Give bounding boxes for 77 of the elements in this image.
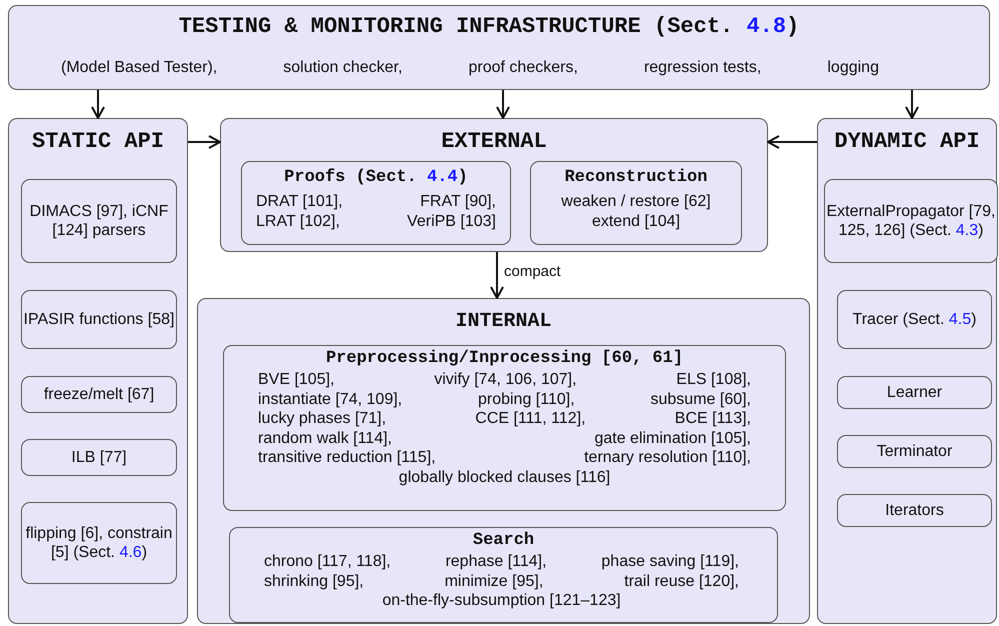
- module-panel: [197, 298, 810, 624]
- item-text: proof checkers,: [468, 58, 578, 78]
- item-text: regression tests,: [644, 58, 762, 78]
- panel-heading: Reconstruction: [564, 168, 708, 187]
- item-text: logging: [827, 58, 879, 78]
- component-label: Tracer (Sect. 4.5): [852, 310, 976, 330]
- item-text: chrono [117, 118],: [264, 552, 391, 572]
- panel-heading: DYNAMIC API: [833, 129, 981, 154]
- component-label: IPASIR functions [58]: [24, 310, 174, 330]
- component-box: [21, 290, 177, 349]
- panel-heading: Preprocessing/Inprocessing [60, 61]: [324, 349, 684, 368]
- component-label: ILB [77]: [71, 448, 127, 468]
- item-text: vivify [74, 106, 107],: [434, 370, 577, 390]
- module-panel: [8, 118, 188, 624]
- component-label: Learner: [886, 382, 942, 402]
- module-panel: [229, 527, 778, 623]
- module-panel: [241, 161, 511, 245]
- module-panel: [817, 118, 997, 624]
- item-text: (Model Based Tester),: [61, 58, 218, 78]
- panel-heading: TESTING & MONITORING INFRASTRUCTURE (Sect. 4.8): [178, 14, 800, 39]
- component-box: [837, 376, 992, 409]
- component-label: ExternalPropagator [79, 125, 126] (Sect. 4.3): [826, 202, 996, 240]
- component-box: [837, 290, 992, 349]
- component-box: [21, 502, 177, 584]
- item-text: probing [110],: [478, 390, 575, 409]
- item-text: BVE [105],: [258, 370, 334, 390]
- item-text: CCE [111, 112],: [475, 409, 586, 428]
- item-text: BCE [113],: [674, 409, 751, 428]
- panel-heading: STATIC API: [30, 129, 166, 154]
- item-text: subsume [60],: [650, 390, 751, 409]
- item-text: rephase [114],: [445, 552, 547, 572]
- item-text: shrinking [95],: [264, 572, 364, 591]
- panel-heading: Proofs (Sect. 4.4): [283, 168, 469, 187]
- edge-label: compact: [502, 263, 563, 280]
- item-text: gate elimination [105],: [594, 428, 751, 448]
- item-text: lucky phases [71],: [258, 409, 386, 428]
- arrow: [905, 90, 919, 119]
- component-label: Iterators: [885, 500, 944, 520]
- item-text: LRAT [102],: [256, 212, 340, 231]
- item-text: trail reuse [120],: [624, 572, 739, 591]
- module-panel: [8, 5, 990, 90]
- arrow: [188, 135, 221, 149]
- item-text: instantiate [74, 109],: [258, 390, 402, 409]
- arrow: [767, 135, 817, 149]
- item-text: extend [104]: [592, 212, 680, 231]
- component-box: [21, 376, 177, 413]
- component-label: Terminator: [876, 442, 952, 462]
- item-text: VeriPB [103]: [407, 212, 496, 231]
- arrow: [490, 252, 504, 299]
- item-text: minimize [95],: [444, 572, 544, 591]
- panel-heading: Search: [472, 531, 536, 550]
- panel-heading: INTERNAL: [454, 310, 552, 333]
- item-text: globally blocked clauses [116]: [398, 468, 610, 487]
- component-box: [837, 435, 992, 468]
- item-text: ELS [108],: [676, 370, 751, 390]
- component-box: [21, 179, 177, 263]
- item-text: on-the-fly-subsumption [121–123]: [382, 591, 621, 610]
- item-text: transitive reduction [115],: [258, 448, 436, 468]
- component-box: [824, 179, 998, 263]
- item-text: FRAT [90],: [420, 192, 496, 212]
- item-text: random walk [114],: [258, 428, 392, 448]
- component-box: [21, 439, 177, 476]
- arrow: [91, 90, 105, 119]
- component-label: freeze/melt [67]: [44, 384, 154, 404]
- component-label: DIMACS [97], iCNF [124] parsers: [28, 202, 170, 240]
- item-text: DRAT [101],: [256, 192, 343, 212]
- module-panel: [220, 118, 768, 252]
- item-text: weaken / restore [62]: [561, 192, 711, 212]
- component-box: [837, 494, 992, 527]
- panel-heading: EXTERNAL: [440, 129, 548, 154]
- item-text: phase saving [119],: [601, 552, 739, 572]
- module-panel: [530, 161, 742, 245]
- item-text: ternary resolution [110],: [584, 448, 751, 468]
- module-panel: [223, 345, 786, 511]
- arrow: [496, 90, 510, 119]
- component-label: flipping [6], constrain [5] (Sect. 4.6): [24, 524, 174, 562]
- item-text: solution checker,: [283, 58, 402, 78]
